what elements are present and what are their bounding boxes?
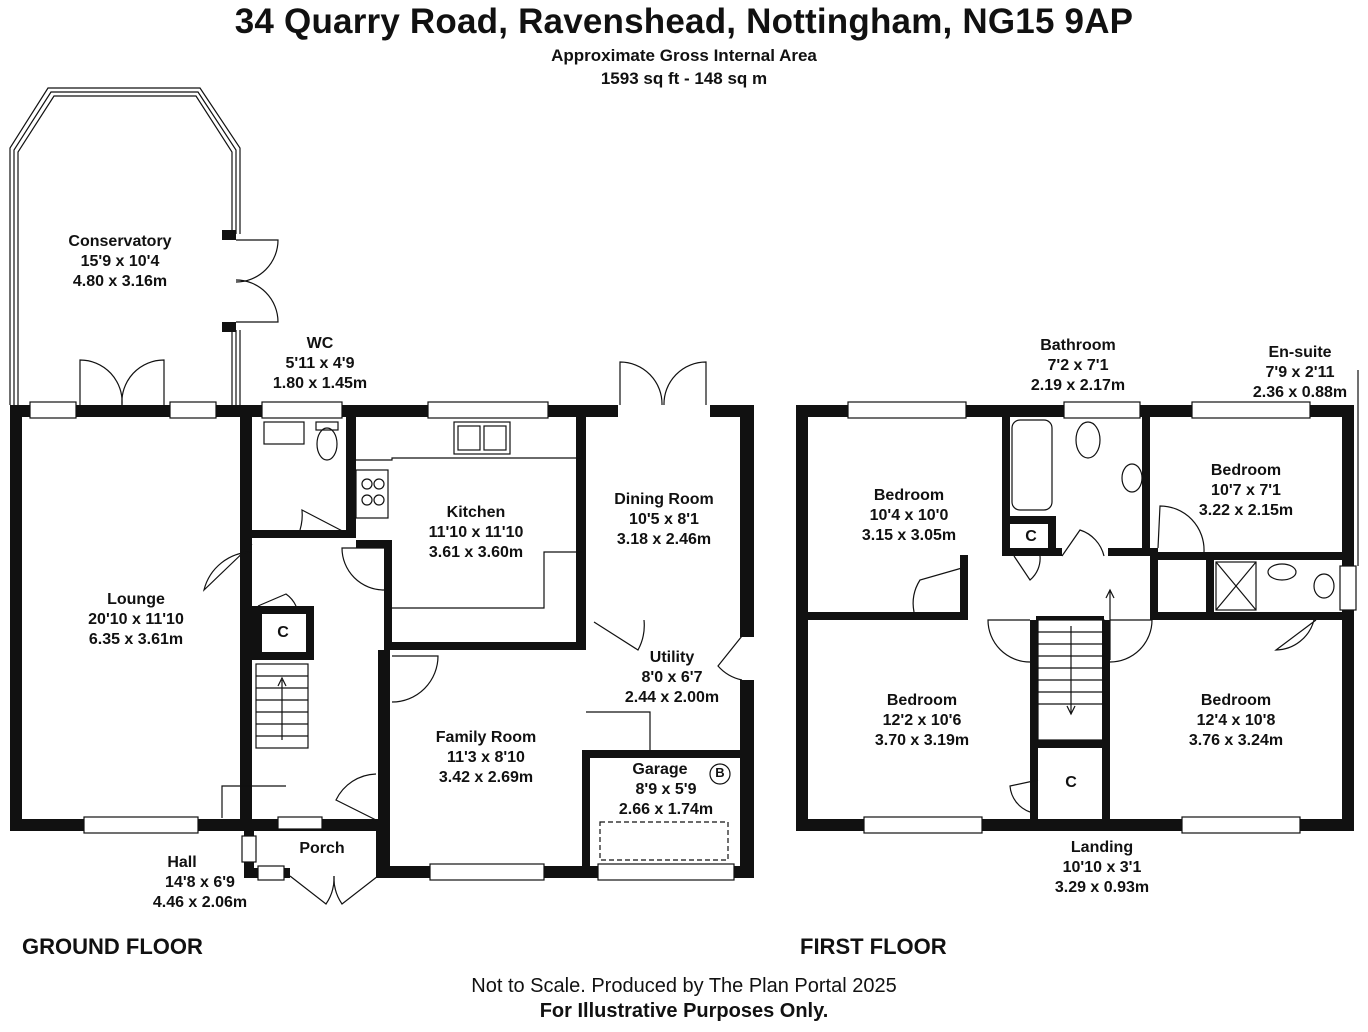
room-name: Conservatory [68,233,172,250]
room-metric: 3.15 x 3.05m [861,527,957,544]
room-bedroom-1: Bedroom 10'4 x 10'0 3.15 x 3.05m [829,486,989,546]
ground-floor-plan [9,87,754,905]
room-dining: Dining Room 10'5 x 8'1 3.18 x 2.46m [584,490,744,550]
room-bedroom-4: Bedroom 12'4 x 10'8 3.76 x 3.24m [1156,691,1316,751]
room-name: Garage [632,761,688,778]
room-wc: WC 5'11 x 4'9 1.80 x 1.45m [240,334,400,394]
room-name: Family Room [435,729,537,746]
room-utility: Utility 8'0 x 6'7 2.44 x 2.00m [592,648,752,708]
room-name: Bathroom [1040,337,1116,354]
room-bedroom-3: Bedroom 12'2 x 10'6 3.70 x 3.19m [842,691,1002,751]
room-imperial: 8'0 x 6'7 [641,669,703,686]
room-imperial: 11'10 x 11'10 [428,524,524,541]
room-porch: Porch [299,840,345,857]
room-name: Dining Room [614,491,714,508]
room-metric: 3.61 x 3.60m [428,544,524,561]
room-name: Kitchen [446,504,506,521]
ground-floor-label: GROUND FLOOR [22,934,203,959]
room-imperial: 7'2 x 7'1 [1047,357,1109,374]
conservatory-frame [9,87,279,405]
room-imperial: 8'9 x 5'9 [635,781,697,798]
room-metric: 2.36 x 0.88m [1252,384,1348,401]
footer-illustrative: For Illustrative Purposes Only. [539,1000,829,1022]
room-landing: Landing 10'10 x 3'1 3.29 x 0.93m [1022,838,1182,898]
room-imperial: 10'5 x 8'1 [629,511,699,528]
room-name: Bedroom [1200,692,1272,709]
room-metric: 3.76 x 3.24m [1188,732,1284,749]
room-metric: 4.80 x 3.16m [72,273,168,290]
room-imperial: 15'9 x 10'4 [80,253,160,270]
room-garage: Garage 8'9 x 5'9 2.66 x 1.74m [586,760,746,820]
room-bedroom-2: Bedroom 10'7 x 7'1 3.22 x 2.15m [1166,461,1326,521]
area-value: 1593 sq ft - 148 sq m [600,69,768,88]
room-imperial: 10'10 x 3'1 [1062,859,1142,876]
cupboard-label-landing: C [1065,774,1077,791]
room-imperial: 12'2 x 10'6 [882,712,962,729]
room-metric: 3.42 x 2.69m [438,769,534,786]
property-address: 34 Quarry Road, Ravenshead, Nottingham, … [234,2,1134,41]
room-imperial: 20'10 x 11'10 [88,611,184,628]
room-family: Family Room 11'3 x 8'10 3.42 x 2.69m [406,728,566,788]
room-metric: 2.66 x 1.74m [618,801,714,818]
room-name: WC [306,335,334,352]
room-imperial: 10'4 x 10'0 [869,507,949,524]
room-metric: 3.70 x 3.19m [874,732,970,749]
room-name: Utility [649,649,695,666]
first-floor-plan [796,370,1359,834]
room-imperial: 12'4 x 10'8 [1196,712,1276,729]
room-metric: 3.18 x 2.46m [616,531,712,548]
room-imperial: 11'3 x 8'10 [447,749,525,766]
room-name: Bedroom [1210,462,1282,479]
room-metric: 2.19 x 2.17m [1030,377,1126,394]
room-kitchen: Kitchen 11'10 x 11'10 3.61 x 3.60m [396,503,556,563]
room-imperial: 7'9 x 2'11 [1265,364,1335,381]
room-name: Bedroom [886,692,958,709]
room-imperial: 5'11 x 4'9 [285,355,355,372]
cupboard-label-bathroom: C [1025,528,1037,545]
boiler-marker: B [715,765,725,780]
room-imperial: 10'7 x 7'1 [1211,482,1281,499]
room-metric: 4.46 x 2.06m [152,894,248,911]
room-conservatory: Conservatory 15'9 x 10'4 4.80 x 3.16m [40,232,200,292]
room-name: En-suite [1268,344,1332,361]
room-ensuite: En-suite 7'9 x 2'11 2.36 x 0.88m [1232,343,1368,403]
area-label: Approximate Gross Internal Area [551,46,817,65]
room-name: Landing [1070,839,1134,856]
room-metric: 6.35 x 3.61m [88,631,184,648]
room-metric: 3.22 x 2.15m [1198,502,1294,519]
room-metric: 1.80 x 1.45m [272,375,368,392]
room-metric: 2.44 x 2.00m [624,689,720,706]
room-metric: 3.29 x 0.93m [1054,879,1150,896]
room-name: Bedroom [873,487,945,504]
room-hall: Hall 14'8 x 6'9 4.46 x 2.06m [120,853,280,913]
first-floor-label: FIRST FLOOR [800,934,947,959]
room-lounge: Lounge 20'10 x 11'10 6.35 x 3.61m [56,590,216,650]
room-bathroom: Bathroom 7'2 x 7'1 2.19 x 2.17m [998,336,1158,396]
footer-disclaimer: Not to Scale. Produced by The Plan Porta… [471,975,897,997]
cupboard-label: C [277,624,289,641]
room-name: Lounge [107,591,165,608]
room-imperial: 14'8 x 6'9 [165,874,235,891]
room-name: Hall [167,854,197,871]
